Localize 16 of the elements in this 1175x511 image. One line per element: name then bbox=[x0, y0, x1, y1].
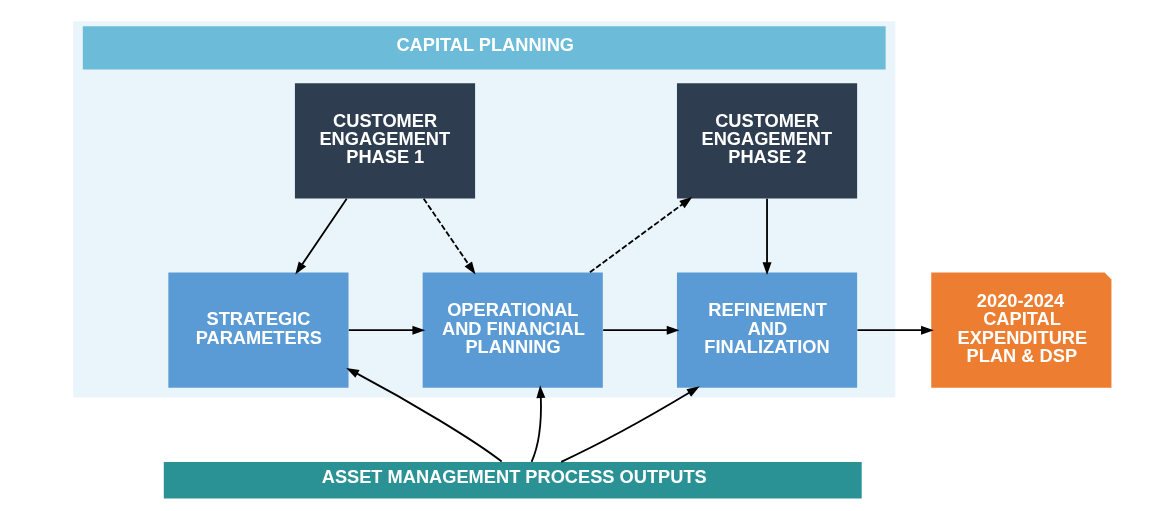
arrow bbox=[347, 325, 425, 335]
arrow bbox=[601, 325, 680, 335]
node-box: OPERATIONAL AND FINANCIAL PLANNING bbox=[422, 272, 603, 388]
node-box: CUSTOMER ENGAGEMENT PHASE 2 bbox=[676, 83, 857, 199]
arrow bbox=[762, 197, 771, 276]
node-box: ASSET MANAGEMENT PROCESS OUTPUTS bbox=[163, 461, 862, 499]
arrow bbox=[422, 197, 475, 275]
node-box: CUSTOMER ENGAGEMENT PHASE 1 bbox=[294, 83, 475, 199]
arrow bbox=[588, 197, 692, 274]
arrow bbox=[530, 385, 545, 463]
arrow bbox=[856, 325, 934, 335]
arrow bbox=[294, 197, 348, 275]
arrow bbox=[345, 367, 503, 463]
arrow bbox=[559, 386, 700, 463]
node-box: REFINEMENT AND FINALIZATION bbox=[676, 272, 857, 388]
node-box: STRATEGIC PARAMETERS bbox=[167, 272, 348, 388]
